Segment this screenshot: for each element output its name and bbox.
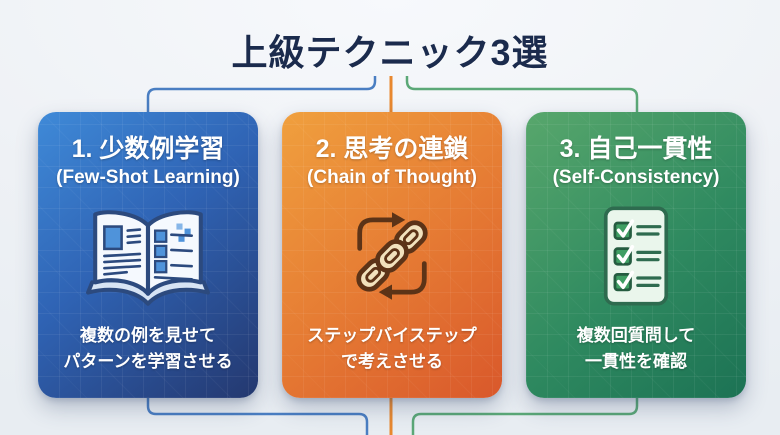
card-description: 複数の例を見せて パターンを学習させる [63, 326, 233, 371]
connector-top-green [405, 76, 639, 113]
open-book-icon [82, 189, 214, 323]
card-title-en: (Self-Consistency) [552, 167, 720, 188]
connector-top-blue [146, 76, 377, 113]
card-description: ステップバイステップ で考えさせる [307, 326, 477, 371]
card-title-ja: 2. 思考の連鎖 [315, 135, 469, 163]
technique-cards: 1. 少数例学習 (Few-Shot Learning) [38, 112, 746, 398]
card-few-shot-learning: 1. 少数例学習 (Few-Shot Learning) [38, 112, 258, 398]
card-self-consistency: 3. 自己一貫性 (Self-Consistency) [526, 112, 746, 398]
card-title-en: (Chain of Thought) [307, 167, 477, 188]
card-chain-of-thought: 2. 思考の連鎖 (Chain of Thought) [282, 112, 502, 398]
card-title-ja: 1. 少数例学習 [71, 135, 225, 163]
checklist-icon [581, 189, 691, 323]
connector-bottom-green [411, 397, 639, 435]
connector-bottom-blue [146, 397, 369, 435]
page-title: 上級テクニック3選 [231, 32, 549, 73]
chain-cycle-icon [335, 189, 449, 323]
card-description: 複数回質問して 一貫性を確認 [576, 326, 696, 371]
card-title-en: (Few-Shot Learning) [56, 167, 240, 188]
card-title-ja: 3. 自己一貫性 [559, 135, 713, 163]
